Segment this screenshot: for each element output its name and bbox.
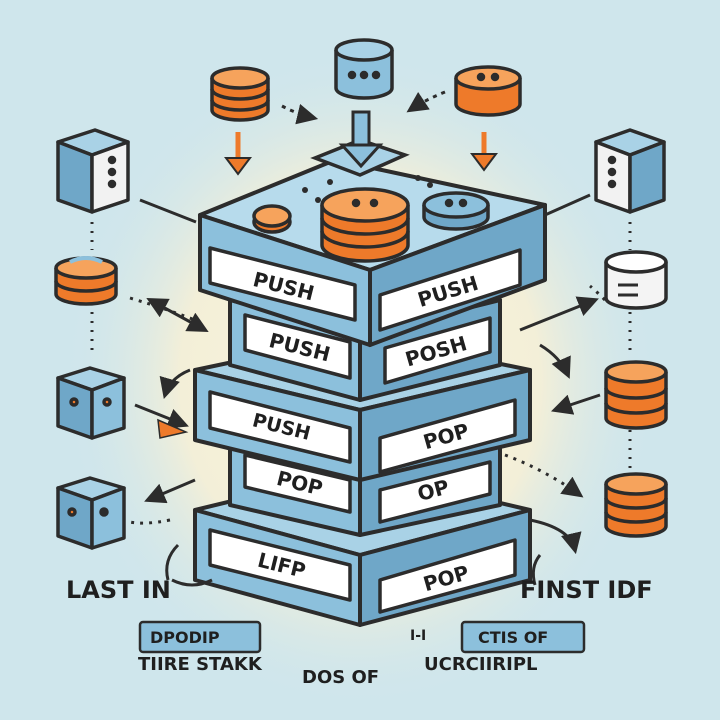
label-plate-2-right [383,316,492,385]
top-icons [210,38,522,122]
connectors [90,193,632,587]
curved-arrow-left-icon [159,368,191,400]
layer-label-plates [208,246,522,614]
dotted-connector-left-2 [129,518,171,525]
right-column-icons [594,128,668,538]
footer-middle-small: I-I [410,628,426,644]
arrow-right-to-stack-icon [551,393,601,415]
orange-arrowhead-icon [157,418,189,439]
right-orange-database-icon [604,360,668,430]
footer-right-tag-box [460,620,586,654]
left-column-icons [54,128,130,550]
top-surface-dots [302,175,433,203]
arrow-left-to-stack-icon [134,403,189,429]
arrow-stack-to-left-icon [144,478,196,504]
top-left-orange-coin-stack-icon [210,66,270,122]
dotted-connector-right [589,284,607,302]
blue-coin-icon [422,191,490,231]
label-plate-1-left [208,246,357,322]
label-plate-5-right [378,538,517,614]
curved-arrow-right-bottom-icon [529,518,582,555]
right-orange-coin-stack-icon [604,472,668,538]
label-plate-3-left [208,390,352,464]
footer-right-tag: CTIS OF [478,628,548,647]
right-blue-storage-box-icon [594,128,666,214]
footer-left-tag-box [138,620,262,654]
top-right-orange-coin-icon [454,65,522,117]
top-blue-cylinder-icon [334,38,394,100]
label-plate-3-right [378,398,517,474]
dotted-arrow-icon [406,90,446,113]
arrow-stack-to-right-icon [519,296,599,332]
left-blue-box-icon [56,476,126,550]
push-down-arrow-icon [338,110,384,169]
label-plate-4-right [378,460,492,524]
footer-left-caption: TIIRE STAKK [138,654,263,675]
label-plate-2-left [243,313,352,380]
connector-line-right [544,193,591,217]
footer-left-tag: DPODIP [150,628,220,647]
footer: DPODIP TIIRE STAKK I-I DOS OF CTIS OF UC… [138,620,586,688]
curve-left-bottom [165,543,180,581]
large-orange-coin-stack-icon [320,187,410,263]
label-plate-4-left [243,453,352,514]
dotted-arrow-icon [281,103,319,125]
footer-middle-caption: DOS OF [302,667,379,688]
footer-right-caption: UCRCIIRIPL [424,654,538,675]
left-orange-coin-stack-icon [54,256,118,306]
label-plate-5-left [208,528,352,602]
side-label-first-out: FINST IDF [520,576,653,604]
double-arrow-left-icon [146,297,209,333]
left-blue-cube-icon [56,366,126,440]
top-arrows [224,90,498,176]
side-label-last-in: LAST IN [66,576,171,604]
curve-right-bottom [531,554,542,586]
curve-last-in [171,578,213,587]
small-orange-coin-icon [252,204,292,234]
connector-line-left [139,198,197,224]
orange-arrowhead-left-icon [224,157,252,176]
orange-arrowhead-right-icon [470,153,498,172]
right-white-database-icon [604,250,668,310]
left-blue-storage-box-icon [56,128,130,214]
curved-arrow-right-icon [539,343,571,379]
label-plate-1-right [378,248,522,332]
